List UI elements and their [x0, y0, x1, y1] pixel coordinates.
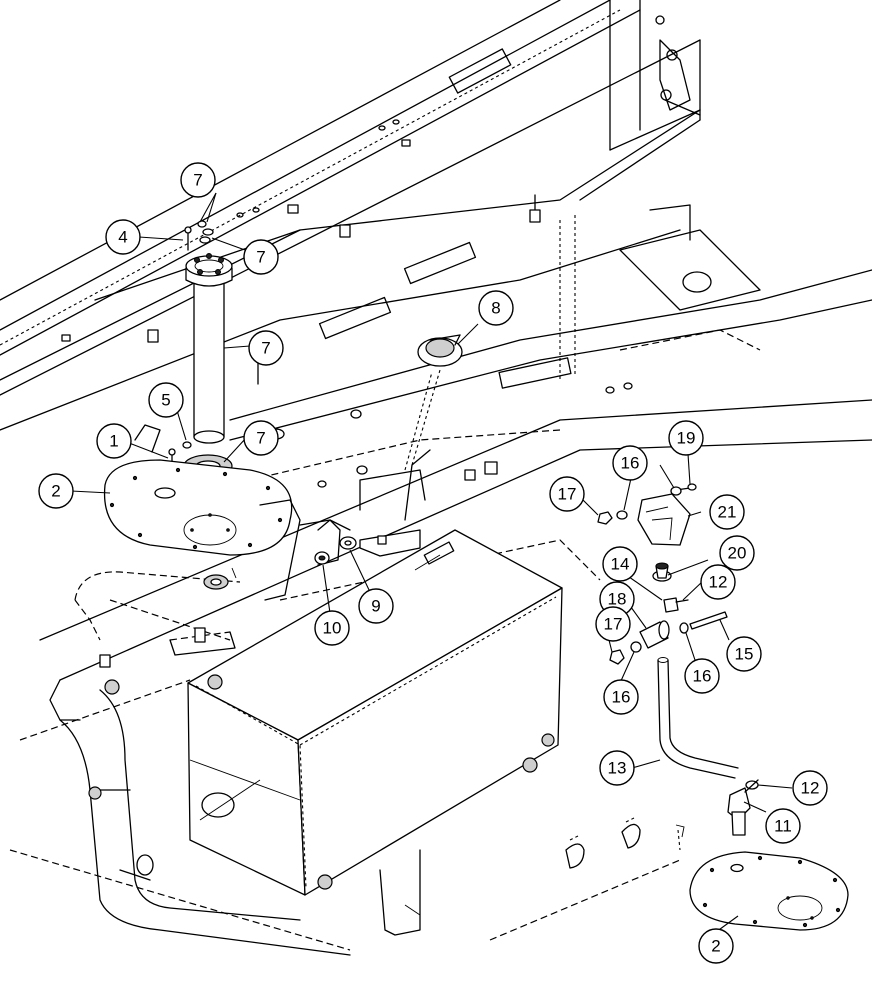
hidden-tank-outline — [74, 499, 341, 656]
svg-text:7: 7 — [193, 171, 202, 190]
callout-12: 12 — [792, 770, 828, 806]
callout-2: 2 — [38, 473, 74, 509]
svg-text:5: 5 — [161, 391, 170, 410]
svg-text:7: 7 — [261, 339, 270, 358]
callout-13: 13 — [599, 750, 635, 786]
svg-text:18: 18 — [608, 590, 627, 609]
svg-text:8: 8 — [491, 299, 500, 318]
left-frame-step — [59, 654, 351, 956]
svg-text:16: 16 — [693, 667, 712, 686]
callout-17: 17 — [595, 606, 631, 642]
svg-text:14: 14 — [611, 555, 630, 574]
cover-plate-lower — [689, 851, 849, 931]
svg-text:20: 20 — [728, 544, 747, 563]
callout-8: 8 — [478, 290, 514, 326]
callout-5: 5 — [148, 382, 184, 418]
callout-9: 9 — [358, 588, 394, 624]
callout-20: 20 — [719, 535, 755, 571]
svg-text:17: 17 — [558, 485, 577, 504]
svg-text:16: 16 — [621, 454, 640, 473]
callout-16: 16 — [684, 658, 720, 694]
fuel-tank — [187, 529, 563, 936]
callout-12: 12 — [700, 564, 736, 600]
callout-4: 4 — [105, 219, 141, 255]
callout-1: 1 — [96, 423, 132, 459]
callout-19: 19 — [668, 420, 704, 456]
svg-text:7: 7 — [256, 248, 265, 267]
callouts: 7 4 7 7 8 5 7 1 2 9 10 19 16 17 21 20 14… — [38, 162, 828, 964]
callout-7: 7 — [180, 162, 216, 198]
callout-14: 14 — [602, 546, 638, 582]
callout-21: 21 — [709, 494, 745, 530]
svg-text:9: 9 — [371, 597, 380, 616]
svg-text:2: 2 — [51, 482, 60, 501]
svg-text:7: 7 — [256, 429, 265, 448]
callout-7: 7 — [243, 239, 279, 275]
callout-15: 15 — [726, 636, 762, 672]
fuel-sender-unit — [134, 220, 233, 478]
callout-16: 16 — [603, 679, 639, 715]
svg-text:10: 10 — [323, 619, 342, 638]
callout-11: 11 — [765, 808, 801, 844]
callout-10: 10 — [314, 610, 350, 646]
callout-2: 2 — [698, 928, 734, 964]
svg-text:12: 12 — [709, 573, 728, 592]
fuel-cap-and-bracket — [314, 334, 463, 565]
cover-plate-upper — [103, 459, 293, 556]
svg-text:16: 16 — [612, 688, 631, 707]
svg-text:13: 13 — [608, 759, 627, 778]
svg-text:1: 1 — [109, 432, 118, 451]
callout-17: 17 — [549, 476, 585, 512]
callout-16: 16 — [612, 445, 648, 481]
svg-text:15: 15 — [735, 645, 754, 664]
svg-text:19: 19 — [677, 429, 696, 448]
vent-hardware-group — [565, 483, 759, 869]
svg-text:2: 2 — [711, 937, 720, 956]
callout-7: 7 — [248, 330, 284, 366]
svg-text:12: 12 — [801, 779, 820, 798]
callout-7: 7 — [243, 420, 279, 456]
svg-text:21: 21 — [718, 503, 737, 522]
svg-text:17: 17 — [604, 615, 623, 634]
frame-rails — [0, 0, 872, 951]
svg-text:4: 4 — [118, 228, 127, 247]
svg-text:11: 11 — [774, 817, 792, 836]
